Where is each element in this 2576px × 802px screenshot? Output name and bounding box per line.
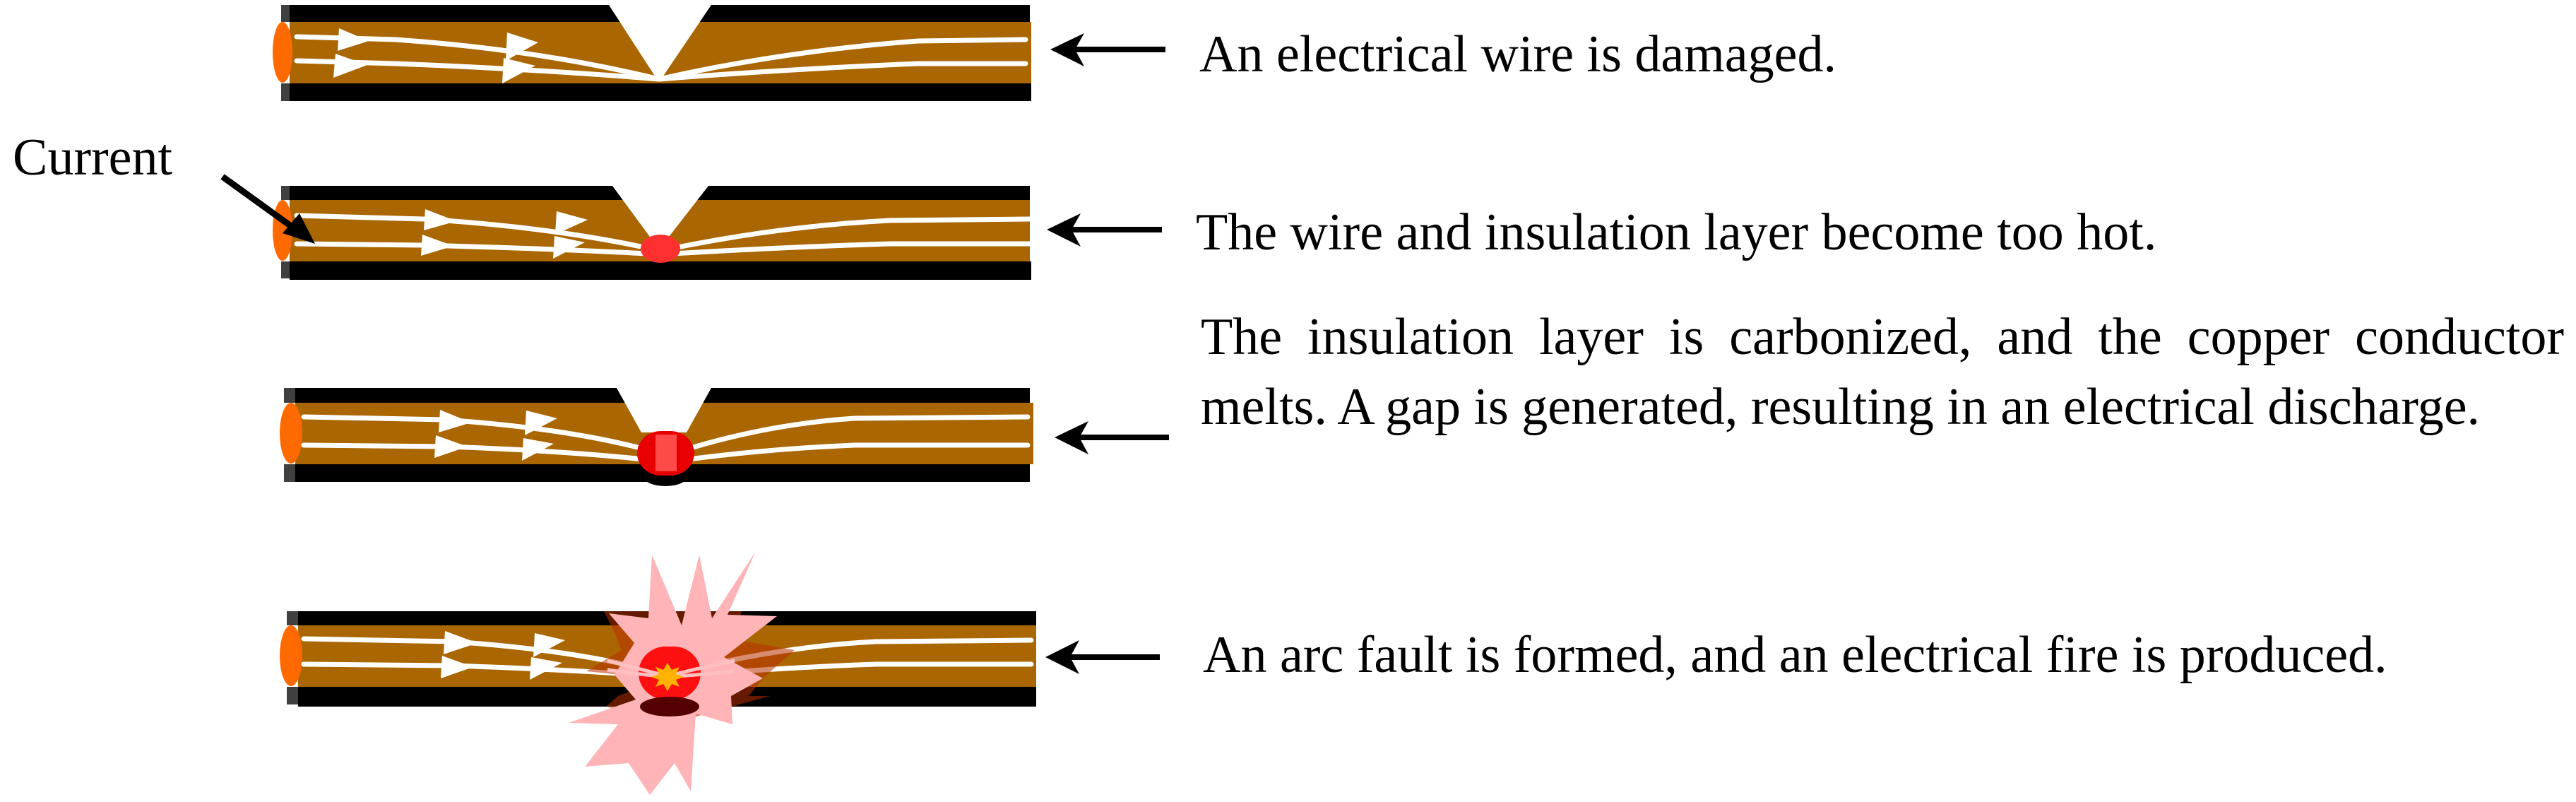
current-arrowheads (333, 28, 538, 83)
wire-cap-top (281, 5, 290, 22)
wire-end (273, 22, 292, 83)
wire-stage-1 (273, 5, 1031, 101)
insulation-notch (612, 186, 708, 237)
stage-3-caption: The insulation layer is carbonized, and … (1201, 308, 2564, 436)
molten-gap-highlight (655, 435, 677, 471)
arc-char (640, 697, 699, 717)
wire-cap-bottom (281, 261, 290, 278)
spark-icon (651, 663, 684, 691)
hotspot (641, 235, 680, 263)
wire-cap-bottom (281, 83, 290, 101)
insulation-notch (609, 5, 711, 79)
stage-4-caption: An arc fault is formed, and an electrica… (1203, 626, 2387, 684)
wire-cap-bottom (284, 464, 295, 482)
wire-stage-3 (280, 388, 1033, 486)
wire-cap-bottom (287, 687, 298, 704)
insulation-bottom (290, 83, 1031, 101)
caption-arrow-2 (1047, 213, 1162, 247)
wire-stage-2 (273, 186, 1033, 280)
wire-cap-top (287, 611, 298, 625)
current-pointer-arrow (220, 174, 315, 244)
insulation-notch (617, 388, 711, 432)
caption-arrow-3 (1055, 421, 1169, 454)
wire-cap-top (284, 388, 295, 403)
caption-arrow-1 (1050, 33, 1165, 66)
current-arrowheads (434, 410, 557, 461)
current-label: Current (13, 129, 173, 187)
stage-1-caption: An electrical wire is damaged. (1199, 25, 1836, 83)
wire-cap-top (281, 186, 290, 200)
wire-end (280, 625, 302, 686)
wire-stage-4 (280, 551, 1036, 795)
caption-arrow-4 (1045, 640, 1160, 674)
stage-2-caption: The wire and insulation layer become too… (1196, 204, 2157, 261)
current-arrowheads (441, 631, 565, 680)
insulation-bottom (290, 261, 1031, 280)
current-arrowheads (421, 209, 588, 259)
wire-end (280, 403, 302, 464)
